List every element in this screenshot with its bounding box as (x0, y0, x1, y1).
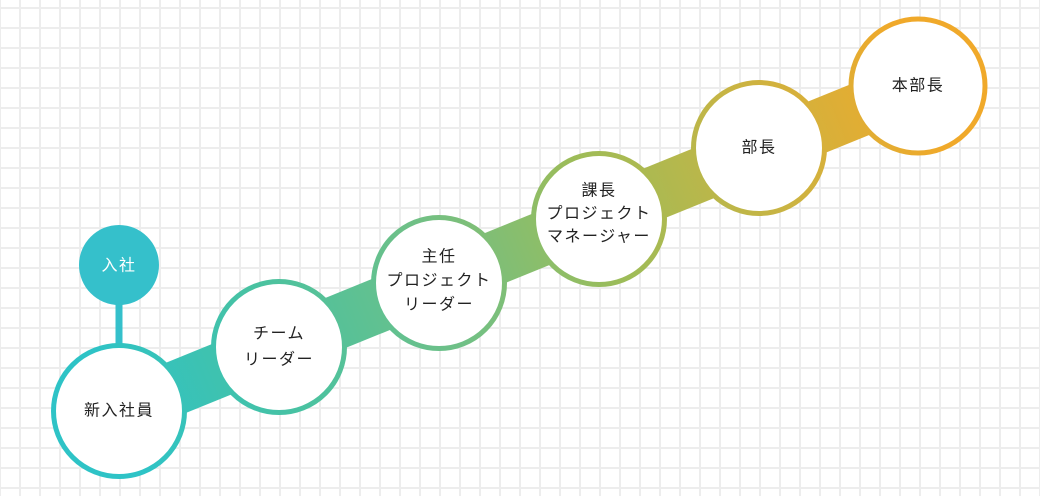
stage-label-entry: 入社 (101, 257, 136, 275)
stage-node-entry: 入社 (79, 225, 159, 305)
stage-circle (531, 151, 667, 287)
stage-label-line: 課長 (581, 182, 616, 200)
stage-node-new-employee: 新入社員 (51, 343, 187, 479)
stage-node-senior-project-leader: 主任 プロジェクト リーダー (371, 215, 507, 351)
stage-label: 本部長 (892, 77, 945, 95)
stage-node-manager-project-manager: 課長 プロジェクト マネージャー (531, 151, 667, 287)
entry-circle (79, 225, 159, 305)
stage-label-line: プロジェクト (386, 272, 491, 290)
stage-label-line: リーダー (244, 351, 314, 369)
stage-label-line: チーム (253, 326, 305, 343)
stage-label-line: リーダー (404, 296, 474, 314)
stage-label: 新入社員 (84, 402, 154, 420)
stage-label-line: マネージャー (547, 228, 651, 246)
stage-label-line: プロジェクト (546, 205, 651, 223)
stage-node-division-manager: 本部長 (848, 16, 988, 156)
stage-label: 部長 (741, 139, 776, 157)
stage-circle (848, 16, 988, 156)
stage-node-department-manager: 部長 (691, 80, 827, 216)
stage-label-line: 主任 (421, 248, 456, 266)
stage-circle (51, 343, 187, 479)
stage-circle (691, 80, 827, 216)
stage-circle (371, 215, 507, 351)
stage-circle (211, 279, 347, 415)
stage-node-team-leader: チーム リーダー (211, 279, 347, 415)
